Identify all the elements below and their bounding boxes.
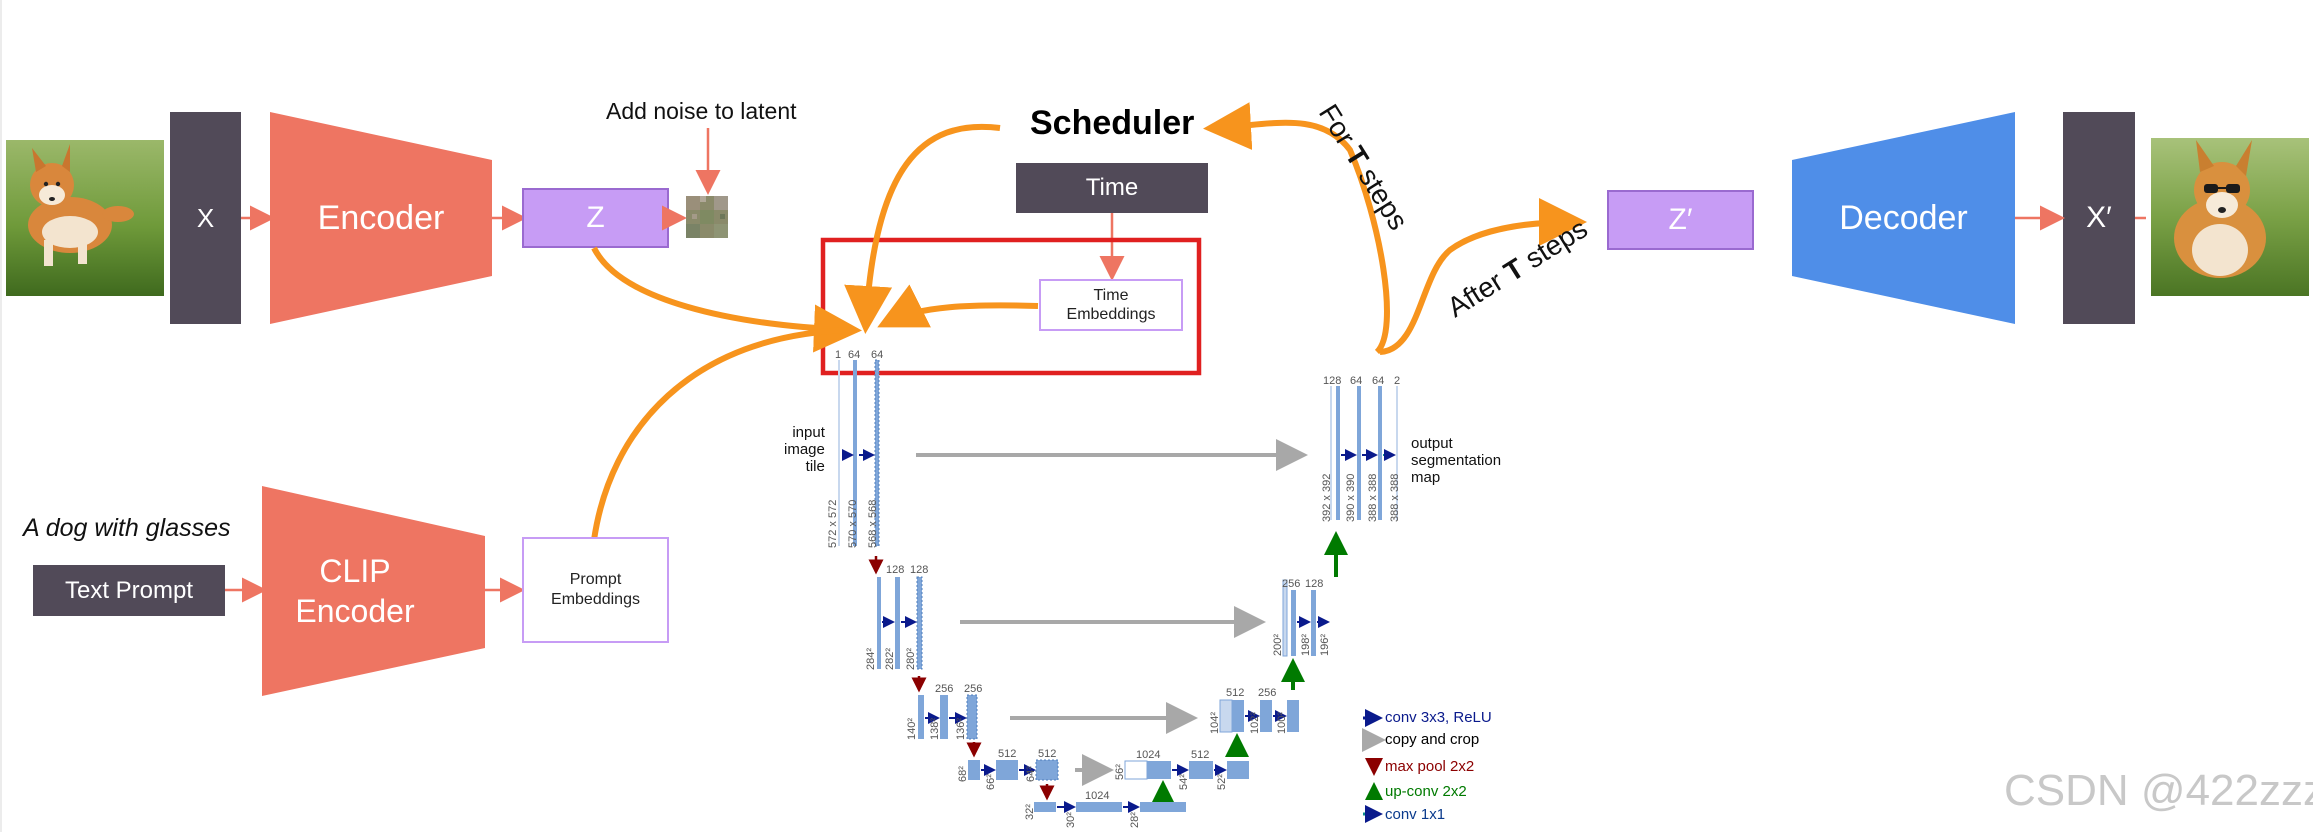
dim-r4-a: 56² — [1114, 764, 1126, 780]
dim-b-c: 28² — [1129, 812, 1141, 828]
dim-r4-c: 52² — [1216, 774, 1228, 790]
text-prompt-box — [33, 565, 225, 616]
output-dog-image — [2151, 138, 2309, 296]
ch-r3-b: 256 — [1258, 687, 1276, 699]
ch-r1-b: 64 — [1350, 375, 1362, 387]
ch-r1-d: 2 — [1394, 375, 1400, 387]
dim-r3-b: 102² — [1249, 712, 1261, 734]
time-embedding-arrow — [877, 284, 1039, 328]
output-x-prime-box — [2063, 112, 2135, 324]
ch-l4-b: 512 — [1038, 748, 1056, 760]
add-noise-label: Add noise to latent — [606, 98, 797, 124]
ch-l3-b: 256 — [964, 683, 982, 695]
dim-b-b: 30² — [1065, 812, 1077, 828]
dim-l1-a: 572 x 572 — [827, 500, 839, 548]
unet-diagram — [838, 359, 1398, 823]
dim-r4-b: 54² — [1178, 774, 1190, 790]
dim-r3-c: 100² — [1276, 712, 1288, 734]
dim-b-a: 32² — [1024, 804, 1036, 820]
after-steps-arrow — [1379, 198, 1587, 355]
clip-encoder-label: CLIP Encoder — [295, 553, 415, 629]
dim-l3-b: 138² — [929, 718, 941, 740]
prompt-to-unet-arrow — [591, 327, 851, 541]
ch-r3-a: 512 — [1226, 687, 1244, 699]
latent-z-prime-box — [1607, 190, 1754, 250]
ch-l3-a: 256 — [935, 683, 953, 695]
clip-encoder-block — [262, 486, 485, 696]
decoder-label: Decoder — [1839, 198, 1968, 237]
legend-copy: copy and crop — [1385, 731, 1480, 748]
dim-l1-b: 570 x 570 — [847, 500, 859, 548]
latent-z-prime-label: Z′ — [1668, 203, 1693, 236]
ch-r4-b: 512 — [1191, 749, 1209, 761]
dim-l4-c: 64² — [1025, 766, 1037, 782]
ch-r2-a: 256 — [1282, 578, 1300, 590]
ch-l1-b: 64 — [848, 349, 860, 361]
prompt-embeddings-label: Prompt Embeddings — [551, 571, 640, 608]
watermark: CSDN @422zzz — [2004, 766, 2313, 815]
dim-l2-a: 284² — [865, 648, 877, 670]
ch-l4-a: 512 — [998, 748, 1016, 760]
legend-pool: max pool 2x2 — [1385, 758, 1475, 775]
unet-output-label: output segmentation map — [1411, 435, 1502, 486]
output-x-prime-label: X′ — [2086, 201, 2112, 234]
encoder-label: Encoder — [317, 198, 445, 237]
loop-back-arrow — [1203, 102, 1390, 355]
dim-l3-c: 136² — [955, 718, 967, 740]
dim-r1-a: 392 x 392 — [1321, 474, 1333, 522]
ch-bottom: 1024 — [1085, 790, 1109, 802]
time-embeddings-box — [1039, 279, 1183, 331]
dim-l4-b: 66² — [985, 774, 997, 790]
time-box — [1016, 163, 1208, 213]
ch-r4-a: 1024 — [1136, 749, 1160, 761]
dim-l3-a: 140² — [906, 718, 918, 740]
input-x-label: X — [196, 202, 215, 233]
dim-r1-c: 388 x 388 — [1367, 474, 1379, 522]
prompt-text: A dog with glasses — [23, 514, 231, 542]
input-dog-image — [6, 140, 164, 296]
legend-conv1x1: conv 1x1 — [1385, 806, 1446, 823]
encoder-block — [270, 112, 492, 324]
latent-z-box — [522, 188, 669, 248]
ch-l1-a: 1 — [835, 349, 841, 361]
dim-l2-b: 282² — [884, 648, 896, 670]
time-label: Time — [1085, 174, 1139, 201]
legend-upconv: up-conv 2x2 — [1385, 783, 1467, 800]
ch-r1-a: 128 — [1323, 375, 1341, 387]
ch-l2-b: 128 — [910, 564, 928, 576]
dim-r1-d: 388 x 388 — [1389, 474, 1401, 522]
ch-r2-b: 128 — [1305, 578, 1323, 590]
ch-l2-a: 128 — [886, 564, 904, 576]
dim-r2-c: 196² — [1319, 634, 1331, 656]
time-embeddings-label: Time Embeddings — [1066, 287, 1156, 323]
dim-r2-b: 198² — [1300, 634, 1312, 656]
latent-z-label: Z — [586, 201, 605, 234]
text-prompt-label: Text Prompt — [64, 576, 194, 604]
dim-l4-a: 68² — [957, 766, 969, 782]
scheduler-label: Scheduler — [1030, 104, 1195, 142]
for-t-steps-label: For T steps — [1313, 99, 1414, 236]
ch-r1-c: 64 — [1372, 375, 1384, 387]
after-t-steps-label: After T steps — [1442, 213, 1593, 323]
dim-l1-c: 568 x 568 — [867, 500, 879, 548]
decoder-block — [1792, 112, 2015, 324]
z-to-unet-arrow — [591, 246, 862, 353]
input-x-box — [170, 112, 241, 324]
noisy-latent-thumbnail — [686, 196, 728, 238]
dim-r2-a: 200² — [1272, 634, 1284, 656]
ch-l1-c: 64 — [871, 349, 883, 361]
legend-conv: conv 3x3, ReLU — [1385, 709, 1492, 726]
dim-r3-a: 104² — [1209, 712, 1221, 734]
dim-l2-c: 280² — [905, 648, 917, 670]
scheduler-to-unet-arrow — [844, 123, 1001, 334]
prompt-embeddings-box — [522, 537, 669, 643]
dim-r1-b: 390 x 390 — [1345, 474, 1357, 522]
unet-input-label: input image tile — [784, 424, 825, 475]
